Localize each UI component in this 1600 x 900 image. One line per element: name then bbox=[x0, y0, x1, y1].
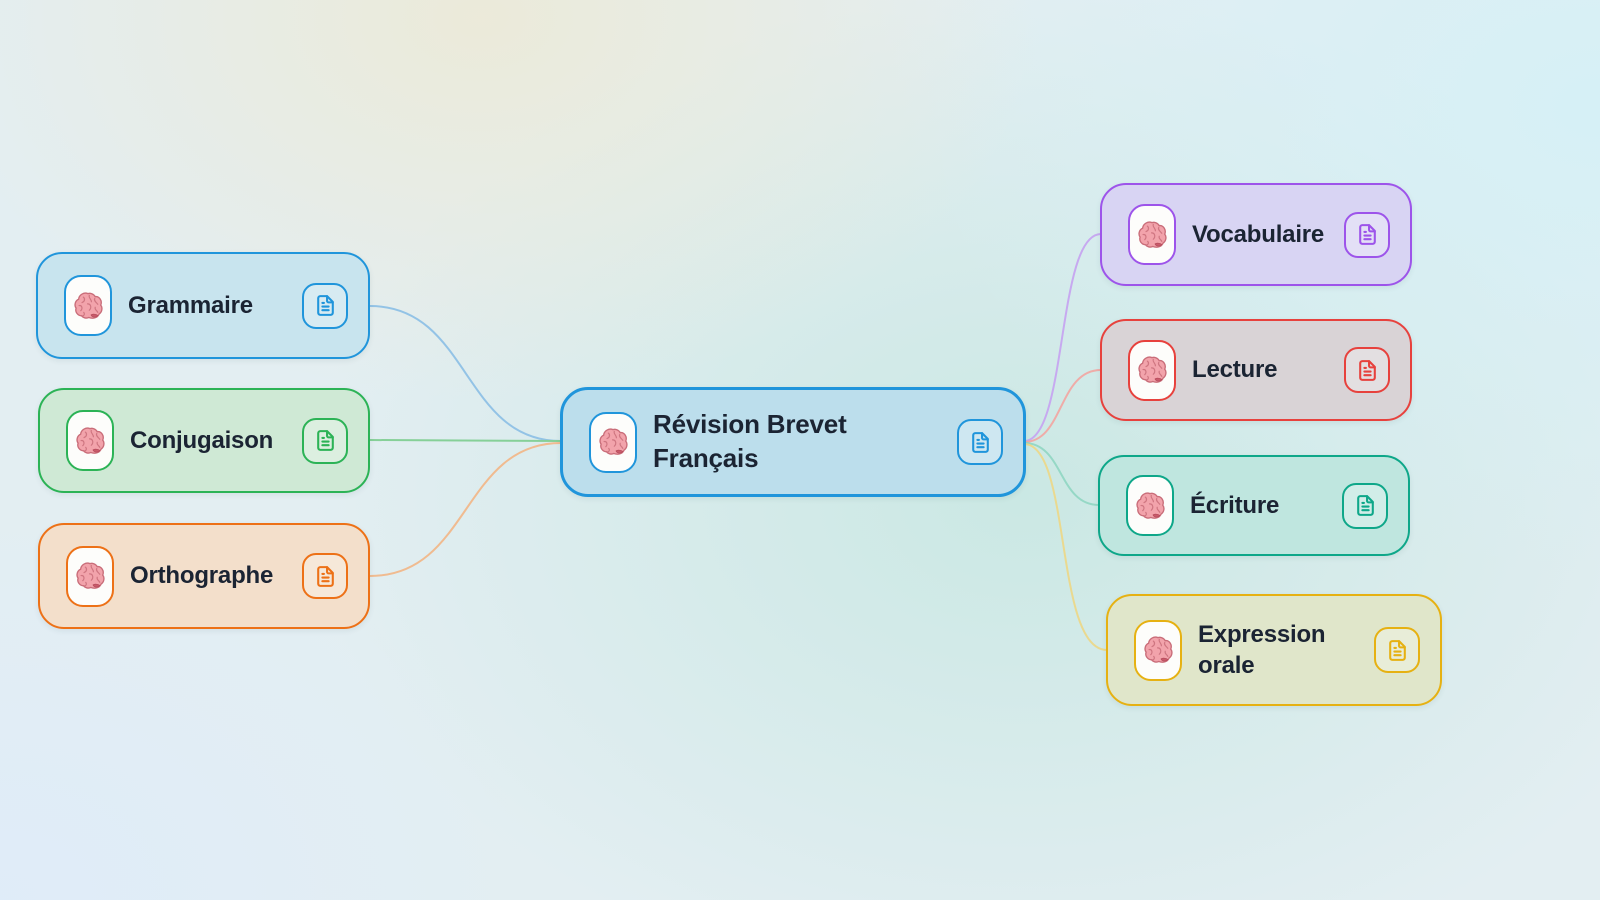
connector-orthographe bbox=[369, 442, 562, 577]
node-expression-orale[interactable]: Expression orale bbox=[1106, 594, 1442, 706]
file-text-icon[interactable] bbox=[302, 553, 348, 599]
connector-grammaire bbox=[369, 305, 562, 442]
connector-ecriture bbox=[1023, 442, 1100, 506]
brain-icon bbox=[1134, 619, 1182, 681]
connector-lecture bbox=[1023, 369, 1102, 443]
connector-vocabulaire bbox=[1023, 233, 1102, 442]
brain-icon bbox=[66, 545, 114, 607]
node-label: Grammaire bbox=[128, 291, 253, 319]
brain-icon bbox=[64, 275, 112, 336]
node-revision-brevet-francais[interactable]: Révision Brevet Français bbox=[560, 387, 1026, 497]
node-label: Lecture bbox=[1192, 356, 1278, 384]
connector-conjugaison bbox=[369, 439, 562, 442]
node-grammaire[interactable]: Grammaire bbox=[36, 252, 370, 359]
node-label: Conjugaison bbox=[130, 426, 274, 454]
node-conjugaison[interactable]: Conjugaison bbox=[38, 388, 370, 493]
file-text-icon[interactable] bbox=[1342, 482, 1388, 529]
file-text-icon[interactable] bbox=[302, 282, 348, 329]
node-ecriture[interactable]: Écriture bbox=[1098, 455, 1410, 556]
node-label: Vocabulaire bbox=[1192, 220, 1325, 248]
brain-icon bbox=[1126, 475, 1174, 536]
node-label: Révision Brevet Français bbox=[653, 409, 847, 473]
brain-icon bbox=[66, 410, 114, 471]
node-label: Expression orale bbox=[1198, 620, 1326, 679]
brain-icon bbox=[1128, 339, 1176, 401]
node-label: Orthographe bbox=[130, 562, 274, 590]
file-text-icon[interactable] bbox=[302, 417, 348, 464]
file-text-icon[interactable] bbox=[1344, 347, 1390, 393]
node-vocabulaire[interactable]: Vocabulaire bbox=[1100, 183, 1412, 286]
node-lecture[interactable]: Lecture bbox=[1100, 319, 1412, 421]
node-label: Écriture bbox=[1190, 491, 1280, 519]
file-text-icon[interactable] bbox=[1374, 627, 1420, 673]
connector-expression-orale bbox=[1023, 443, 1108, 651]
file-text-icon[interactable] bbox=[957, 419, 1003, 465]
brain-icon bbox=[589, 411, 637, 473]
file-text-icon[interactable] bbox=[1344, 211, 1390, 258]
node-orthographe[interactable]: Orthographe bbox=[38, 523, 370, 629]
brain-icon bbox=[1128, 204, 1176, 265]
